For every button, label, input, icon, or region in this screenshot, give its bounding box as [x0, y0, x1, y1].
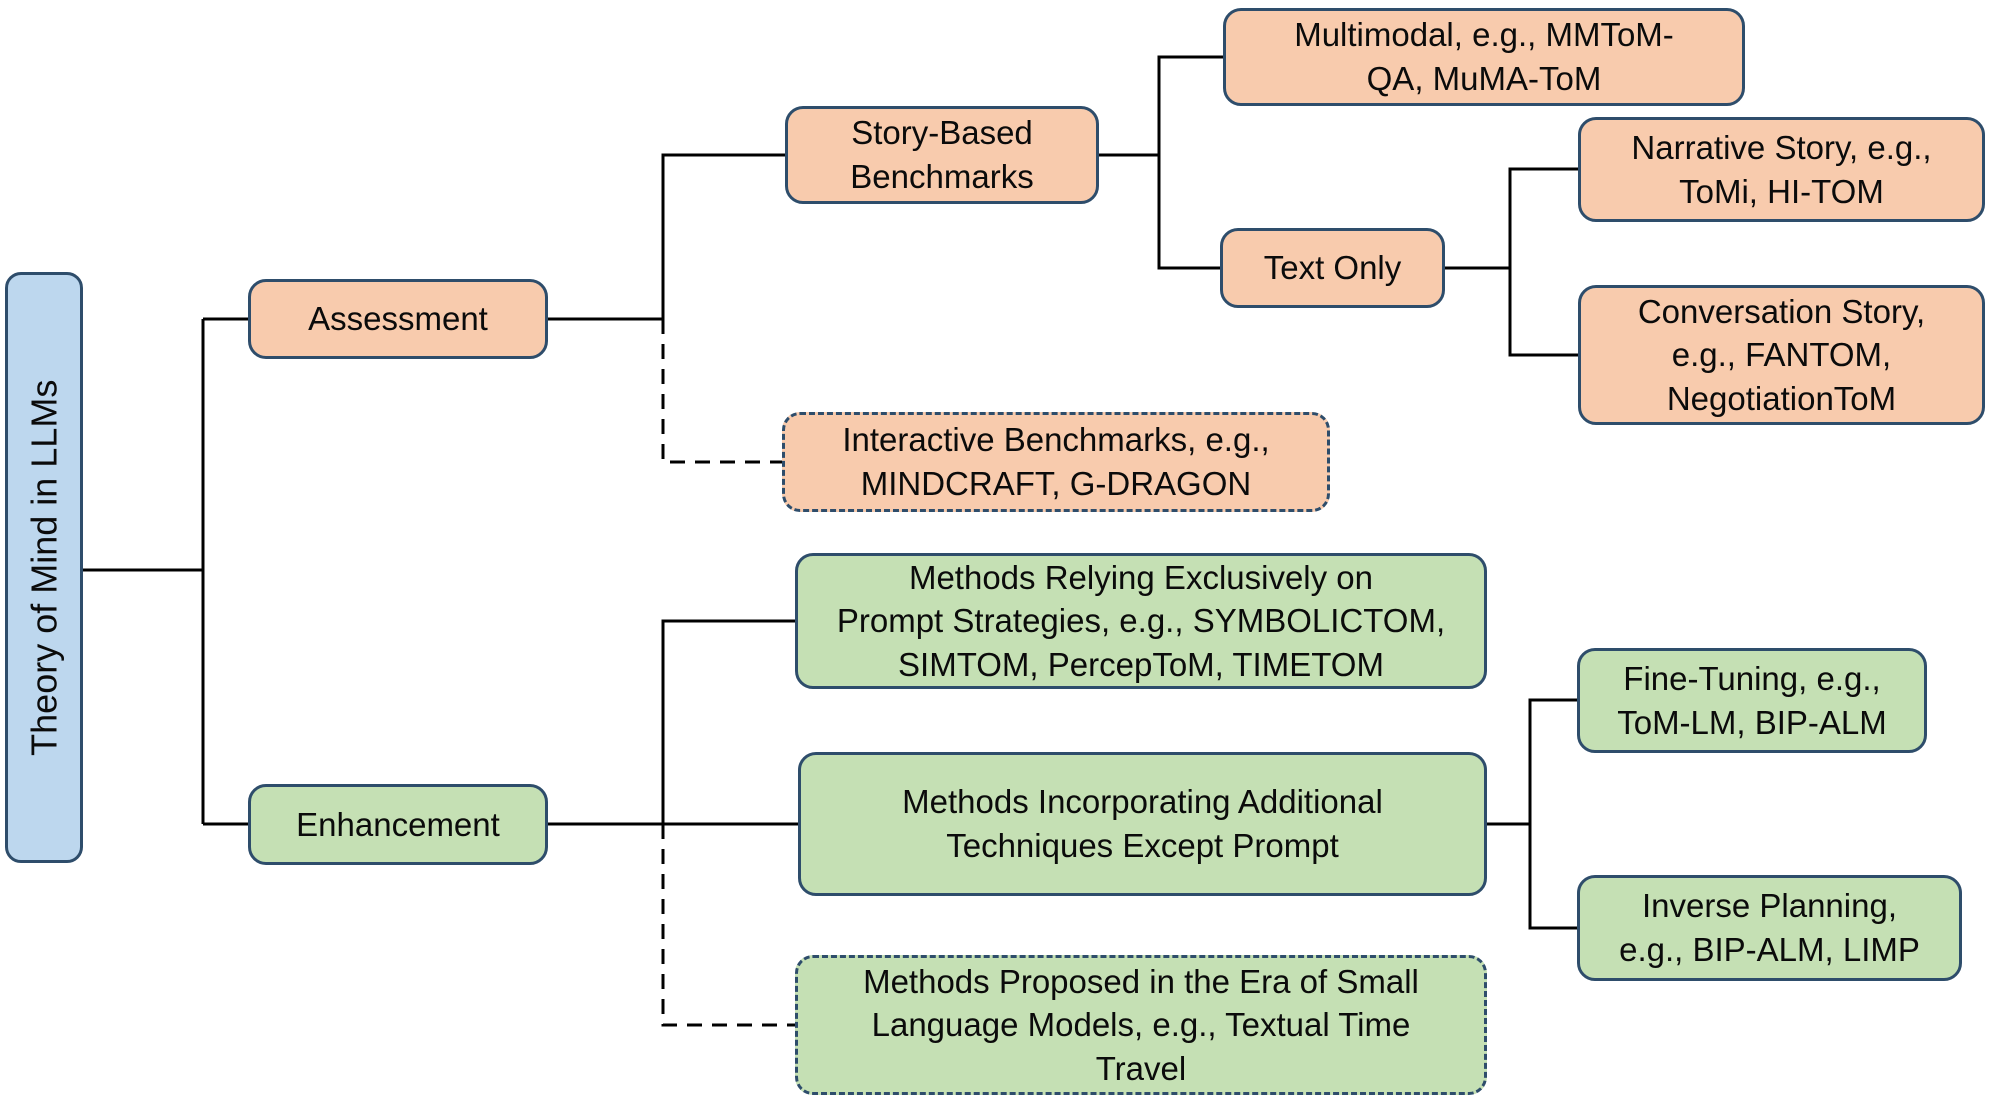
node-conversation-story: Conversation Story, e.g., FANTOM, Negoti… — [1578, 285, 1985, 425]
node-interactive-label: Interactive Benchmarks, e.g., MINDCRAFT,… — [842, 421, 1270, 502]
node-text-only: Text Only — [1220, 228, 1445, 308]
node-assessment-label: Assessment — [308, 300, 488, 338]
node-fine-tuning: Fine-Tuning, e.g., ToM-LM, BIP-ALM — [1577, 648, 1927, 753]
node-narrative-label: Narrative Story, e.g., ToMi, HI-TOM — [1631, 128, 1932, 210]
node-enhancement-label: Enhancement — [296, 805, 500, 843]
connector-to-fine-tuning — [1528, 698, 1577, 824]
connector-to-methods-small — [661, 824, 795, 1027]
node-conversation-label: Conversation Story, e.g., FANTOM, Negoti… — [1637, 292, 1926, 417]
connector-to-methods-prompt — [661, 619, 795, 824]
node-methods-incorporating-label: Methods Incorporating Additional Techniq… — [902, 783, 1383, 864]
connector-to-conversation — [1508, 268, 1578, 357]
connector-to-interactive — [661, 319, 782, 464]
node-enhancement: Enhancement — [248, 784, 548, 865]
connector-to-narrative — [1508, 167, 1578, 268]
connector-to-text-only — [1157, 155, 1220, 270]
node-text-only-label: Text Only — [1263, 249, 1402, 287]
node-root-label: Theory of Mind in LLMs — [23, 379, 65, 756]
node-narrative-story: Narrative Story, e.g., ToMi, HI-TOM — [1578, 117, 1985, 222]
node-fine-tuning-label: Fine-Tuning, e.g., ToM-LM, BIP-ALM — [1617, 659, 1887, 741]
node-interactive-benchmarks: Interactive Benchmarks, e.g., MINDCRAFT,… — [782, 412, 1330, 512]
connector-to-multimodal — [1157, 55, 1223, 155]
node-inverse-planning-label: Inverse Planning, e.g., BIP-ALM, LIMP — [1619, 887, 1920, 968]
node-inverse-planning: Inverse Planning, e.g., BIP-ALM, LIMP — [1577, 875, 1962, 981]
node-multimodal-label: Multimodal, e.g., MMToM- QA, MuMA-ToM — [1294, 16, 1674, 97]
node-methods-small-label: Methods Proposed in the Era of Small Lan… — [863, 962, 1419, 1087]
node-assessment: Assessment — [248, 279, 548, 359]
node-multimodal-benchmarks: Multimodal, e.g., MMToM- QA, MuMA-ToM — [1223, 8, 1745, 106]
node-methods-incorporating: Methods Incorporating Additional Techniq… — [798, 752, 1487, 896]
node-methods-small-lm: Methods Proposed in the Era of Small Lan… — [795, 955, 1487, 1095]
connector-to-inverse-planning — [1528, 824, 1577, 930]
node-story-based-benchmarks: Story-Based Benchmarks — [785, 106, 1099, 204]
node-root-theory-of-mind: Theory of Mind in LLMs — [5, 272, 83, 863]
node-methods-prompt-label: Methods Relying Exclusively on Prompt St… — [836, 558, 1446, 683]
node-story-based-label: Story-Based Benchmarks — [850, 114, 1034, 195]
node-methods-prompt-strategies: Methods Relying Exclusively on Prompt St… — [795, 553, 1487, 689]
connector-to-story-based — [661, 153, 785, 319]
